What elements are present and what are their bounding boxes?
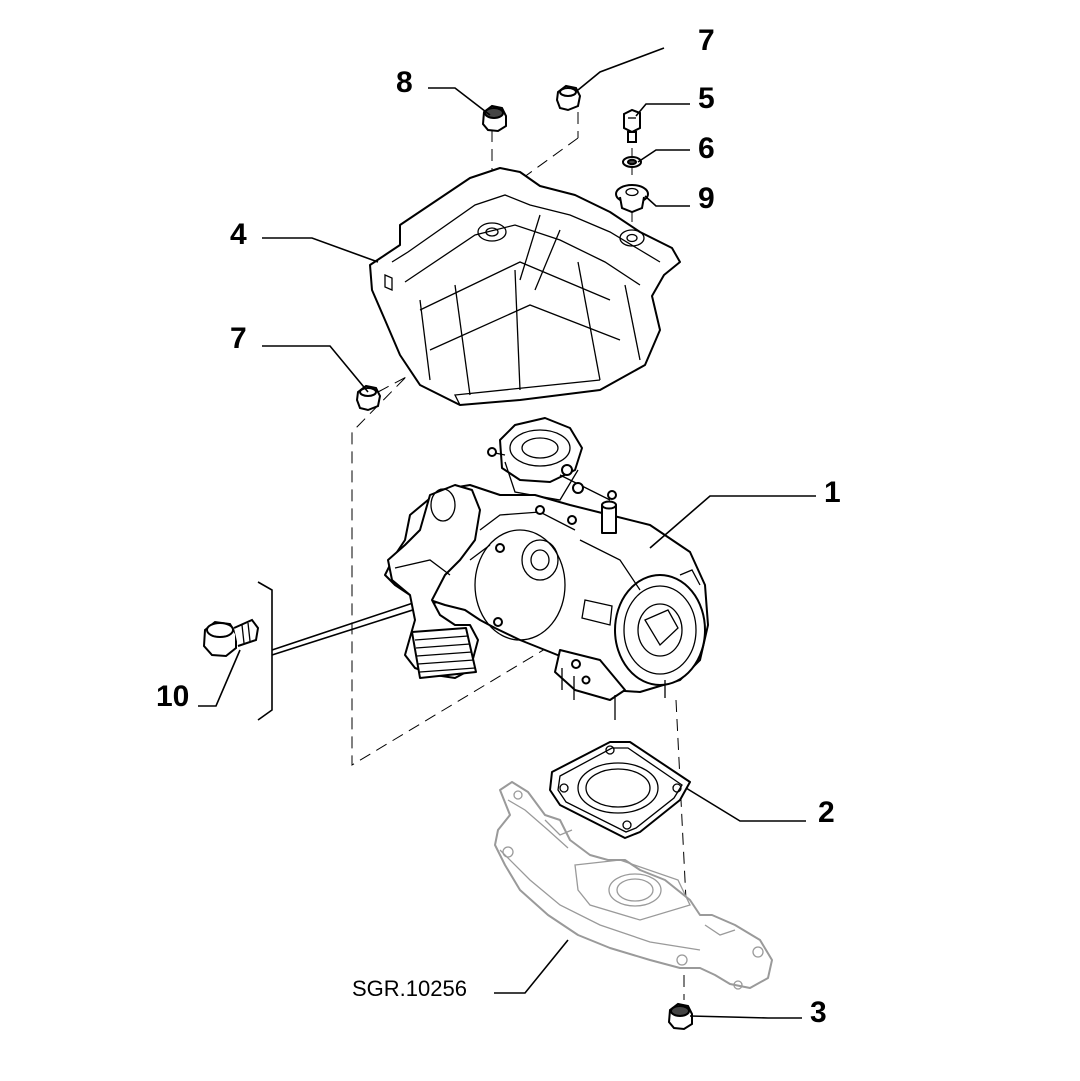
callout-5: 5 xyxy=(698,82,715,115)
flange-nut-part-7-left xyxy=(355,384,382,412)
turbocharger-part-1 xyxy=(384,417,709,720)
callout-4: 4 xyxy=(230,218,247,251)
diagram-reference-code: SGR.10256 xyxy=(352,976,467,1001)
callout-6: 6 xyxy=(698,132,715,165)
grommet-part-9 xyxy=(615,184,649,214)
callout-3: 3 xyxy=(810,996,827,1029)
callout-10: 10 xyxy=(156,680,189,713)
callout-7-top: 7 xyxy=(698,24,715,57)
nut-part-8 xyxy=(481,104,507,133)
heat-shield-part-4 xyxy=(369,167,681,406)
gasket-part-2 xyxy=(549,741,691,839)
bolt-part-10 xyxy=(202,618,260,658)
flange-nut-part-7-top xyxy=(555,84,582,112)
callout-2: 2 xyxy=(818,796,835,829)
callout-8: 8 xyxy=(396,66,413,99)
washer-part-6 xyxy=(622,156,642,168)
nut-part-3 xyxy=(667,1002,693,1031)
exhaust-manifold xyxy=(494,781,773,990)
callout-7-left: 7 xyxy=(230,322,247,355)
leader-lines xyxy=(198,47,816,1019)
callout-labels: 7 8 5 6 9 4 7 1 10 2 3 SGR.10256 xyxy=(156,24,841,1029)
callout-9: 9 xyxy=(698,182,715,215)
callout-1: 1 xyxy=(824,476,841,509)
